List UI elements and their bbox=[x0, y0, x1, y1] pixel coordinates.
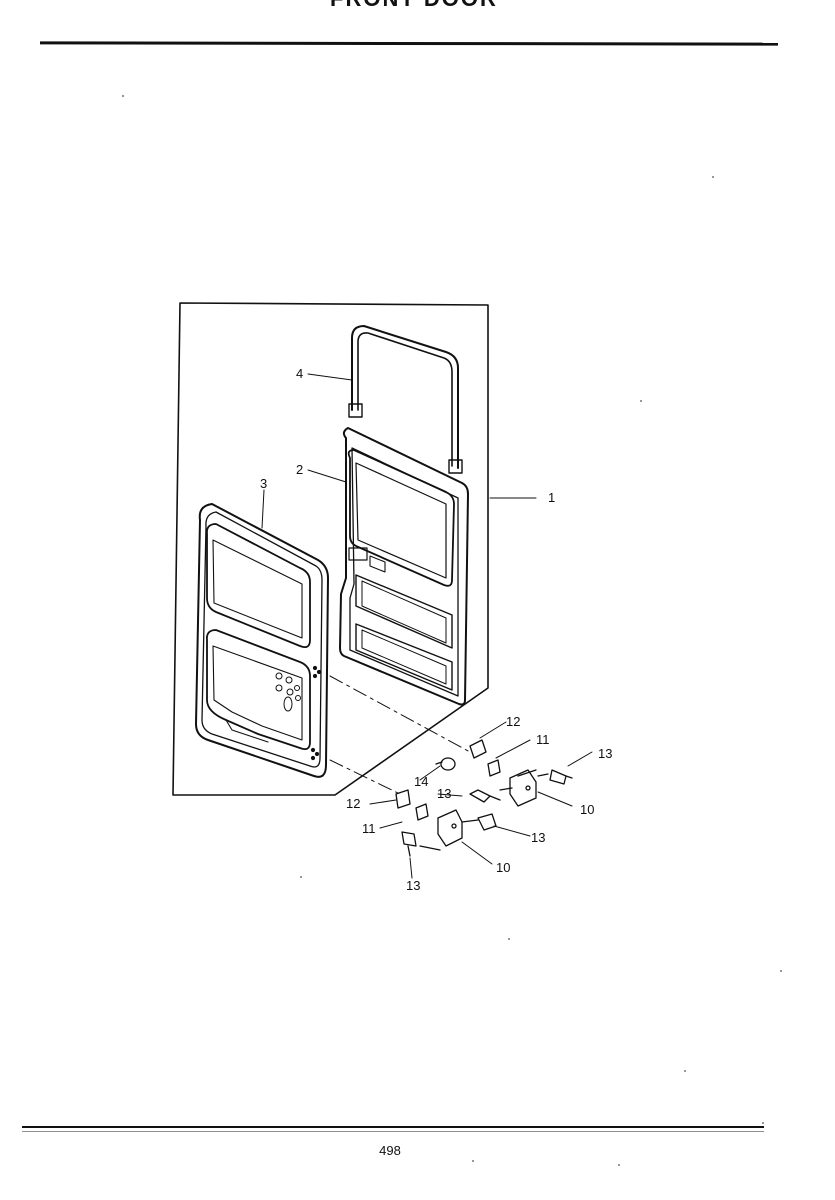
scan-speck bbox=[472, 1160, 474, 1162]
callout-1: 1 bbox=[548, 490, 555, 505]
callout-11-lower: 11 bbox=[362, 821, 376, 836]
page-number: 498 bbox=[379, 1143, 401, 1158]
outer-panel-part-2 bbox=[339, 427, 469, 706]
alignment-line-lower bbox=[329, 759, 401, 795]
window-seal-part-4 bbox=[348, 325, 463, 474]
scan-speck bbox=[640, 400, 642, 402]
callout-11-upper: 11 bbox=[536, 732, 550, 747]
callout-10-upper: 10 bbox=[580, 802, 594, 817]
scan-speck bbox=[684, 1070, 686, 1072]
callout-13-right: 13 bbox=[598, 746, 612, 761]
callout-13-middle: 13 bbox=[437, 786, 451, 801]
assembly-boundary bbox=[172, 302, 489, 796]
callout-labels: 1 2 3 4 10 10 11 11 12 12 13 13 13 13 14 bbox=[260, 366, 612, 893]
callout-10-lower: 10 bbox=[496, 860, 510, 875]
callout-12-upper: 12 bbox=[506, 714, 520, 729]
callout-12-lower: 12 bbox=[346, 796, 360, 811]
callout-2: 2 bbox=[296, 462, 303, 477]
callout-13-bottom: 13 bbox=[406, 878, 420, 893]
alignment-line-upper bbox=[329, 675, 471, 753]
callout-13-lower-right: 13 bbox=[531, 830, 545, 845]
callout-3: 3 bbox=[260, 476, 267, 491]
callout-4: 4 bbox=[296, 366, 303, 381]
scan-speck bbox=[780, 970, 782, 972]
page-title: FRONT DOOR bbox=[330, 0, 590, 8]
lower-hinge-group bbox=[395, 789, 497, 857]
inner-frame-part-3 bbox=[195, 503, 329, 778]
scan-speck bbox=[712, 176, 714, 178]
upper-hinge-group bbox=[435, 739, 573, 807]
bottom-divider bbox=[22, 1126, 764, 1128]
bottom-divider-shadow bbox=[22, 1131, 764, 1132]
callout-14: 14 bbox=[414, 774, 428, 789]
scan-speck bbox=[762, 1122, 764, 1124]
leader-lines bbox=[261, 373, 593, 879]
scan-speck bbox=[618, 1164, 620, 1166]
scan-speck bbox=[508, 938, 510, 940]
scan-speck bbox=[300, 876, 302, 878]
scan-speck bbox=[122, 95, 124, 97]
